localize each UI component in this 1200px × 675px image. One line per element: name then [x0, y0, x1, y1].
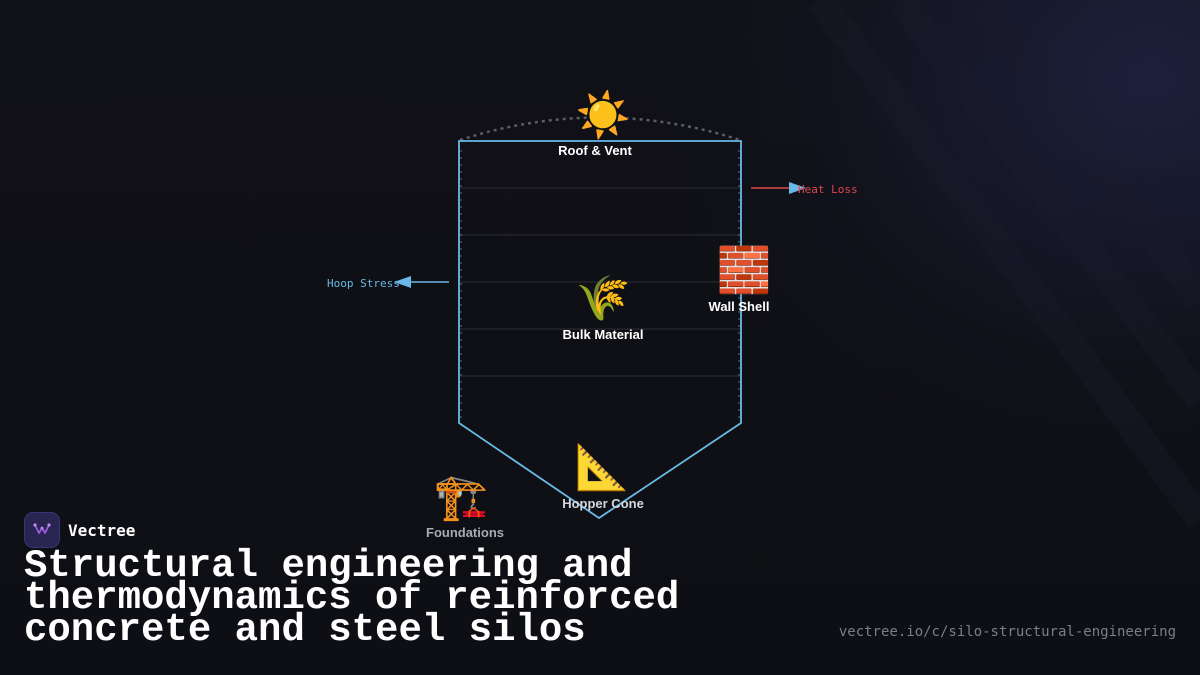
- silo-outline: [458, 140, 742, 520]
- heat-loss-arrowhead: [789, 182, 806, 194]
- hopper-cone-label: Hopper Cone: [562, 496, 644, 511]
- source-url[interactable]: vectree.io/c/silo-structural-engineering: [838, 624, 1176, 640]
- roof-dome-arc: [459, 116, 741, 142]
- hoop-stress-arrowhead: [394, 276, 411, 288]
- vectree-logo-icon: [24, 512, 60, 548]
- brick-icon: 🧱: [717, 245, 772, 296]
- hoop-stress-label: Hoop Stress: [327, 277, 400, 290]
- brand[interactable]: Vectree: [24, 512, 135, 548]
- foundations-label: Foundations: [426, 525, 504, 540]
- sun-icon: ☀️: [576, 88, 631, 141]
- crane-icon: 🏗️: [434, 472, 489, 523]
- heat-loss-label: Heat Loss: [798, 183, 858, 196]
- page-title: Structural engineering and thermodynamic…: [24, 544, 680, 652]
- material-layer-lines: [459, 187, 741, 377]
- bulk-material-label: Bulk Material: [563, 327, 644, 342]
- roof-vent-label: Roof & Vent: [558, 143, 632, 158]
- brand-name: Vectree: [68, 520, 136, 540]
- triangular-ruler-icon: 📐: [575, 442, 630, 493]
- wheat-icon: 🌾: [576, 273, 631, 324]
- wall-shell-label: Wall Shell: [709, 299, 770, 314]
